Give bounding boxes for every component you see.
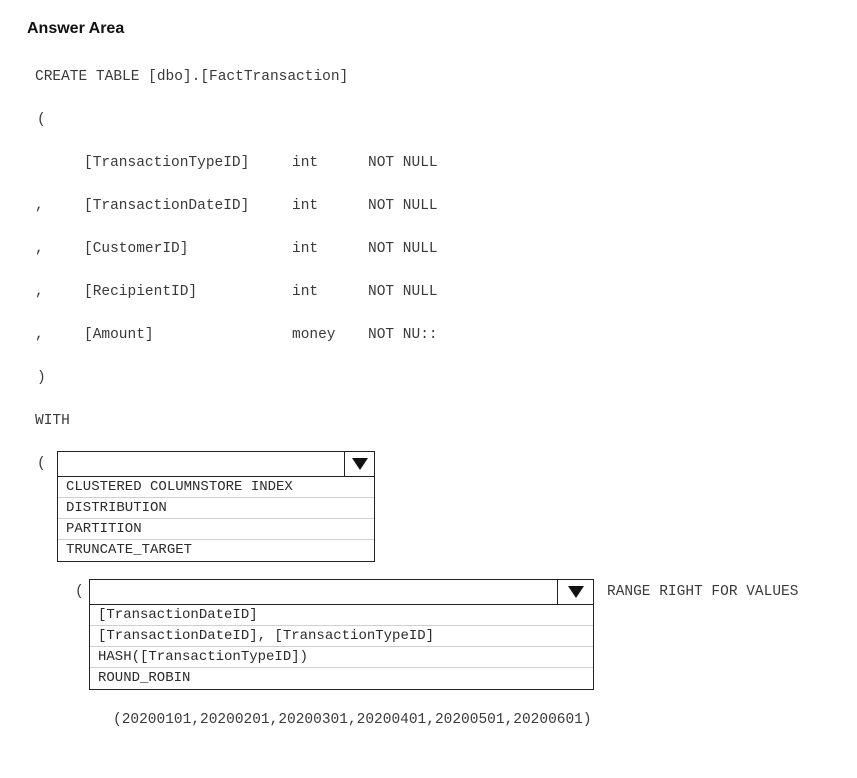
with-open-paren: ( [37, 456, 46, 472]
column-option-dropdown[interactable]: [TransactionDateID] [TransactionDateID],… [89, 579, 594, 690]
partition-open-paren: ( [75, 584, 84, 600]
option-partition[interactable]: PARTITION [58, 519, 374, 540]
column-null: NOT NULL [368, 284, 438, 300]
option-truncate-target[interactable]: TRUNCATE_TARGET [66, 542, 193, 558]
column-null: NOT NULL [368, 241, 438, 257]
option-hash-transaction-type-id[interactable]: HASH([TransactionTypeID]) [90, 647, 593, 668]
open-paren: ( [37, 112, 46, 128]
column-prefix: , [35, 327, 44, 343]
with-keyword: WITH [35, 413, 70, 429]
column-prefix: , [35, 241, 44, 257]
column-name: [RecipientID] [84, 284, 198, 300]
close-paren: ) [37, 370, 46, 386]
triangle-down-icon[interactable] [557, 580, 593, 604]
column-null: NOT NULL [368, 198, 438, 214]
column-prefix: , [35, 284, 44, 300]
option-transaction-date-id[interactable]: [TransactionDateID] [90, 605, 593, 626]
option-round-robin[interactable]: ROUND_ROBIN [98, 670, 191, 686]
table-option-dropdown[interactable]: CLUSTERED COLUMNSTORE INDEX DISTRIBUTION… [57, 451, 375, 562]
option-distribution[interactable]: DISTRIBUTION [58, 498, 374, 519]
partition-values-line: (20200101,20200201,20200301,20200401,202… [113, 712, 592, 728]
column-name: [Amount] [84, 327, 154, 343]
column-name: [CustomerID] [84, 241, 189, 257]
option-transaction-date-and-type-id[interactable]: [TransactionDateID], [TransactionTypeID] [90, 626, 593, 647]
create-table-line: CREATE TABLE [dbo].[FactTransaction] [35, 69, 349, 85]
column-type: money [292, 327, 336, 343]
option-clustered-columnstore-index[interactable]: CLUSTERED COLUMNSTORE INDEX [58, 477, 374, 498]
column-name: [TransactionTypeID] [84, 155, 250, 171]
column-name: [TransactionDateID] [84, 198, 250, 214]
column-type: int [292, 241, 319, 257]
triangle-down-icon[interactable] [344, 452, 374, 476]
column-prefix: , [35, 198, 44, 214]
column-type: int [292, 198, 319, 214]
table-option-list: CLUSTERED COLUMNSTORE INDEX DISTRIBUTION… [57, 477, 375, 562]
column-type: int [292, 284, 319, 300]
column-option-select[interactable] [89, 579, 594, 605]
answer-area-title: Answer Area [27, 20, 125, 37]
column-null: NOT NULL [368, 155, 438, 171]
range-right-for-values: RANGE RIGHT FOR VALUES [607, 584, 799, 600]
column-option-list: [TransactionDateID] [TransactionDateID],… [89, 605, 594, 690]
table-option-select[interactable] [57, 451, 375, 477]
column-null: NOT NU:: [368, 327, 438, 343]
column-type: int [292, 155, 319, 171]
